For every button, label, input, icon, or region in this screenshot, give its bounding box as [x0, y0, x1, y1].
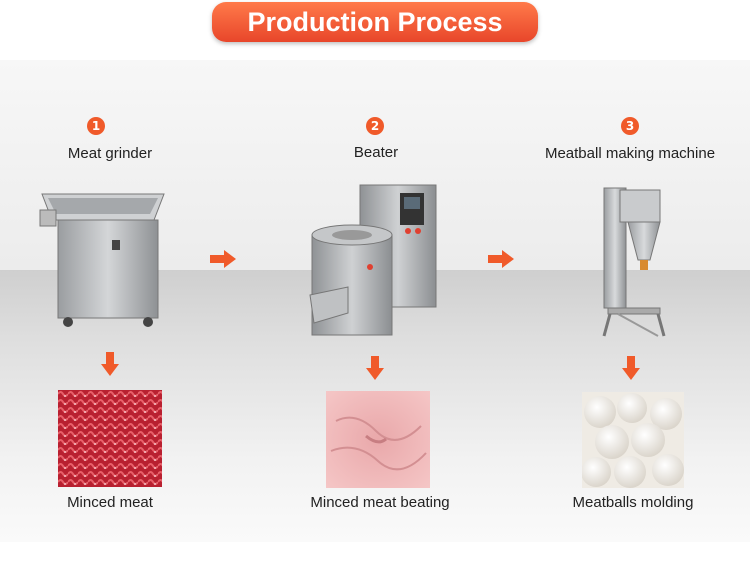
step-number-3: 3	[621, 117, 639, 135]
page-title: Production Process	[247, 6, 503, 37]
step-number-1: 1	[87, 117, 105, 135]
meatballs-image	[582, 392, 684, 488]
product-caption-3: Meatballs molding	[572, 494, 694, 511]
beater-machine-icon	[309, 184, 437, 336]
step-label-3: Meatball making machine	[544, 145, 716, 162]
product-caption-2: Minced meat beating	[310, 494, 450, 511]
arrow-down-icon	[366, 356, 384, 380]
arrow-right-icon	[488, 250, 514, 268]
step-label-2: Beater	[353, 144, 399, 161]
meatball-machine-icon	[602, 187, 666, 337]
beaten-meat-image	[326, 391, 430, 488]
step-label-1: Meat grinder	[67, 145, 153, 162]
meat-grinder-icon	[39, 193, 165, 327]
arrow-down-icon	[622, 356, 640, 380]
minced-meat-image	[58, 390, 162, 487]
product-caption-1: Minced meat	[67, 494, 153, 511]
step-number-2: 2	[366, 117, 384, 135]
arrow-right-icon	[210, 250, 236, 268]
title-banner: Production Process	[212, 2, 538, 42]
arrow-down-icon	[101, 352, 119, 376]
